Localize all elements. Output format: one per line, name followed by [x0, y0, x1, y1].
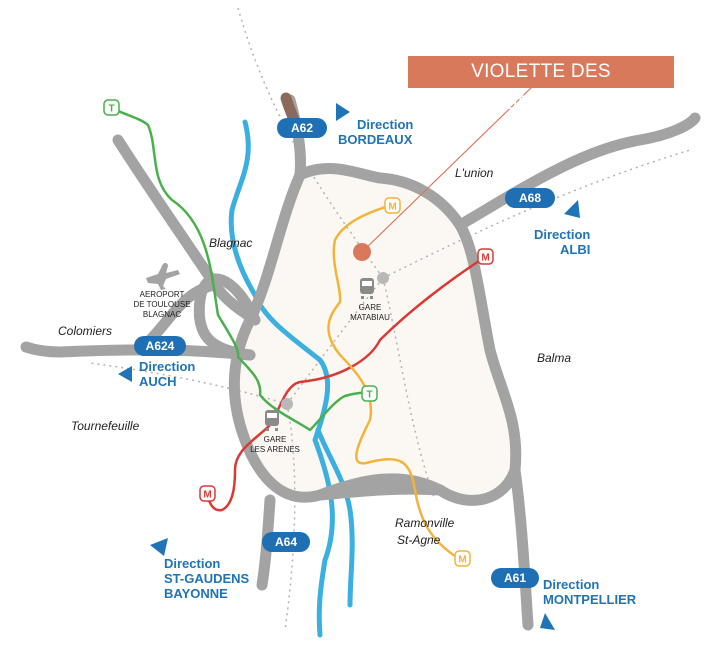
a62-shield: A62: [277, 118, 327, 138]
destination-marker[interactable]: [353, 243, 371, 261]
a68-road: [454, 112, 701, 231]
direction-stgaudens: Direction ST-GAUDENS BAYONNE: [164, 556, 249, 601]
direction-stgaudens-line1: Direction: [164, 556, 221, 571]
stgaudens-arrow-icon: [150, 538, 168, 556]
place-blagnac: Blagnac: [209, 236, 253, 250]
albi-arrow-icon: [564, 200, 580, 218]
rail-line-southwest: [284, 403, 296, 631]
place-ramonville-line2: St-Agne: [397, 533, 441, 547]
a61-road: [509, 464, 534, 631]
direction-montpellier-line2: MONTPELLIER: [543, 592, 637, 607]
west-link: [144, 279, 221, 346]
direction-albi: Direction ALBI: [534, 227, 590, 257]
direction-auch-line1: Direction: [139, 359, 196, 374]
airplane-icon: [146, 263, 180, 290]
direction-bordeaux: Direction BORDEAUX: [337, 117, 413, 147]
direction-albi-line2: ALBI: [560, 242, 591, 257]
rail-line-south: [382, 277, 436, 501]
a64-shield: A64: [262, 532, 310, 552]
ring-road: [228, 162, 522, 506]
metro-marker-a-north-text: M: [481, 253, 489, 264]
metro-marker-a-south: M: [199, 485, 216, 502]
station-arenes-line1: GARE: [263, 435, 287, 444]
rail-link: [286, 277, 384, 405]
metro-marker-b-south: M: [454, 550, 471, 567]
arenes-station-dot: [281, 398, 293, 410]
train-icon-matabiau: [360, 278, 374, 299]
station-arenes-label: GARE LES ARENES: [244, 435, 306, 455]
tram-marker-south-text: T: [366, 390, 372, 401]
northwest-road: [112, 134, 261, 326]
place-ramonville-line1: Ramonville: [395, 516, 455, 530]
metro-marker-b-north-text: M: [388, 202, 396, 213]
direction-stgaudens-line2: ST-GAUDENS: [164, 571, 250, 586]
airport-label-line2: DE TOULOUSE: [133, 300, 191, 309]
metro-marker-b-north: M: [384, 197, 401, 214]
direction-albi-line1: Direction: [534, 227, 591, 242]
place-lunion: L'union: [455, 166, 494, 180]
a68-shield: A68: [505, 188, 555, 208]
montpellier-arrow-icon: [540, 613, 555, 630]
matabiau-station-dot: [377, 272, 389, 284]
tram-line: [111, 106, 371, 432]
auch-arrow-icon: [118, 366, 132, 382]
a62-terminus: [280, 92, 300, 126]
a624-road: [20, 341, 256, 361]
airport-label-line1: AEROPORT: [139, 290, 185, 299]
station-matabiau-label: GARE MATABIAU: [343, 303, 397, 323]
direction-montpellier-line1: Direction: [543, 577, 600, 592]
garonne-river: [228, 119, 335, 638]
rail-line-west: [89, 362, 288, 405]
place-colomiers: Colomiers: [58, 324, 113, 338]
a61-shield: A61: [491, 568, 539, 588]
tram-marker-south: T: [361, 385, 378, 402]
airport-label-line3: BLAGNAC: [142, 310, 182, 319]
metro-marker-b-south-text: M: [458, 555, 466, 566]
destination-leader-line: [361, 86, 533, 253]
southeast-link: [314, 483, 446, 501]
metro-marker-a-south-text: M: [203, 490, 211, 501]
tram-marker-north-text: T: [108, 104, 114, 115]
metro-marker-a-north: M: [477, 248, 494, 265]
place-ramonville: Ramonville St-Agne: [395, 515, 454, 549]
direction-stgaudens-line3: BAYONNE: [164, 586, 228, 601]
station-matabiau-line1: GARE: [358, 303, 382, 312]
train-icon-arenes: [265, 410, 279, 431]
city-center-area: [234, 168, 516, 501]
direction-auch-line2: AUCH: [139, 374, 177, 389]
tram-marker-north: T: [103, 99, 120, 116]
a624-shield: A624: [134, 336, 186, 356]
airport-loop: [193, 273, 261, 361]
direction-auch: Direction AUCH: [139, 359, 195, 389]
station-matabiau-line2: MATABIAU: [350, 313, 390, 322]
bordeaux-arrow-icon: [336, 103, 350, 121]
place-tournefeuille: Tournefeuille: [71, 419, 140, 433]
airport-label: AEROPORT DE TOULOUSE BLAGNAC: [121, 290, 203, 320]
station-arenes-line2: LES ARENES: [250, 445, 300, 454]
direction-bordeaux-line2: BORDEAUX: [337, 132, 413, 147]
direction-montpellier: Direction MONTPELLIER: [543, 577, 636, 607]
place-balma: Balma: [537, 351, 572, 365]
destination-label[interactable]: VIOLETTE DES FAUBOURGS: [408, 56, 674, 114]
canal-branch: [315, 427, 355, 608]
direction-bordeaux-line1: Direction: [357, 117, 414, 132]
